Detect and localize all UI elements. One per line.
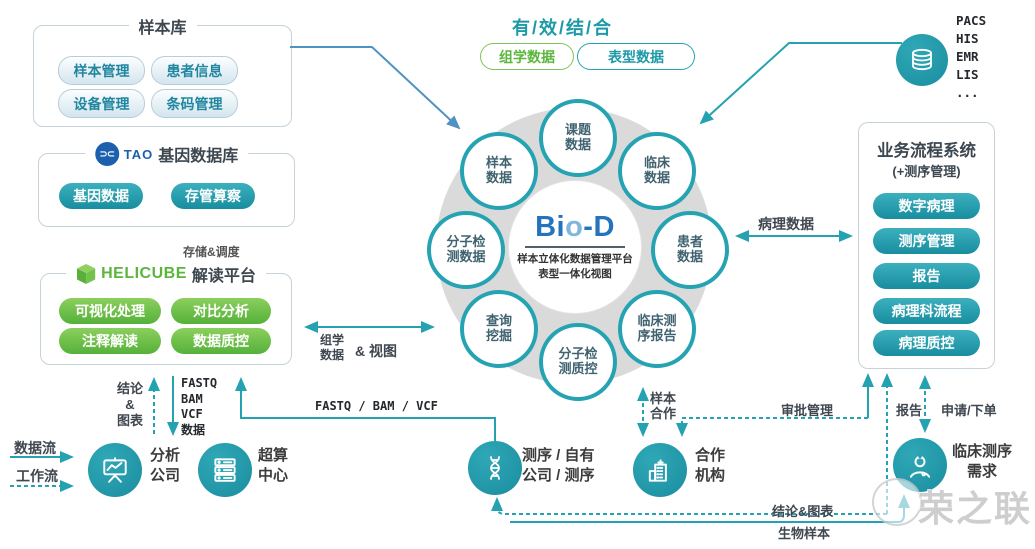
pathology-workflow-pill: 病理科流程 <box>873 298 980 324</box>
annotation-pill: 注释解读 <box>59 328 161 354</box>
hub-subtitle-1: 样本立体化数据管理平台 <box>517 252 633 265</box>
omics-view-label: 组学 数据 <box>320 333 345 362</box>
seq-mgmt-pill: 测序管理 <box>873 228 980 254</box>
analysis-company-label: 分析 公司 <box>150 447 181 484</box>
report-pill: 报告 <box>873 263 980 289</box>
barcode-mgmt-pill: 条码管理 <box>151 89 238 118</box>
hub-divider <box>525 245 625 248</box>
clinical-seq-demand-label: 临床测序 需求 <box>951 443 1012 480</box>
sequencing-company-label: 测序 / 自有 公司 / 测序 <box>522 447 595 484</box>
helicube-title-text: 解读平台 <box>191 268 256 285</box>
amp-view-label: & 视图 <box>355 343 397 359</box>
gene-data-pill: 基因数据 <box>59 183 143 209</box>
partner-org-label: 合作 机构 <box>695 447 726 484</box>
pheno-data-pill: 表型数据 <box>577 43 695 70</box>
storage-scheduling-label: 存储&调度 <box>183 245 240 259</box>
wire-hospitaldb-to-hub <box>699 42 902 125</box>
bio-d-logo: Bio-D <box>535 210 615 243</box>
server-icon <box>214 458 236 482</box>
tao-logo-icon: ⊃⊂ <box>94 142 119 166</box>
watermark-panda-logo <box>872 478 922 526</box>
satellite-molecular-qc: 分子检测质控 <box>539 323 617 401</box>
gene-db-box: ⊃⊂ TAO 基因数据库 基因数据 存管算察 <box>38 142 295 227</box>
wire-approval <box>676 417 868 437</box>
sample-bank-box: 样本库 样本管理 患者信息 设备管理 条码管理 <box>33 14 292 127</box>
satellite-clinical-data: 临床数据 <box>618 132 696 210</box>
tao-logo-text: TAO <box>123 146 154 162</box>
cube-icon <box>77 264 96 284</box>
hpc-center-node <box>198 443 252 497</box>
satellite-molecular-data: 分子检测数据 <box>427 211 505 289</box>
chart-board-icon <box>103 457 127 483</box>
doctor-icon <box>909 454 931 478</box>
data-qc-pill: 数据质控 <box>171 328 271 354</box>
sample-bank-title: 样本库 <box>128 14 197 38</box>
pathology-qc-pill: 病理质控 <box>873 330 980 356</box>
satellite-patient-data: 患者数据 <box>651 211 729 289</box>
data-flow-label: 数据流 <box>14 440 56 456</box>
helicube-box: HELICUBE 解读平台 可视化处理 对比分析 注释解读 数据质控 <box>40 262 292 365</box>
patient-info-pill: 患者信息 <box>151 56 238 85</box>
gene-db-title-text: 基因数据库 <box>158 148 239 165</box>
apply-order-label: 申请/下单 <box>941 403 997 418</box>
watermark-text: 荣之联 <box>918 488 1033 529</box>
fastq-list-label: FASTQ BAM VCF 数据 <box>181 376 218 437</box>
sequencing-company-node <box>468 441 522 495</box>
hpc-center-label: 超算 中心 <box>258 447 289 484</box>
helicube-title: HELICUBE 解读平台 <box>66 262 266 286</box>
hospital-systems-list: PACS HIS EMR LIS ... <box>956 13 987 100</box>
wire-samplebank-to-hub <box>290 46 461 130</box>
approval-mgmt-label: 审批管理 <box>781 403 834 418</box>
top-title: 有/效/结/合 <box>512 18 614 38</box>
pathology-data-label: 病理数据 <box>758 216 814 232</box>
business-process-box: 业务流程系统 (+测序管理) 数字病理 测序管理 报告 病理科流程 病理质控 <box>858 122 995 369</box>
fastq-bam-vcf-label: FASTQ / BAM / VCF <box>315 399 438 413</box>
conclusion-charts-up-label: 结论 & 图表 <box>116 381 143 428</box>
omics-data-pill: 组学数据 <box>480 43 574 70</box>
wire-bio-sample <box>510 494 910 523</box>
partner-org-node <box>633 443 687 497</box>
business-subtitle: (+测序管理) <box>892 164 961 179</box>
analysis-company-node <box>88 443 142 497</box>
device-mgmt-pill: 设备管理 <box>58 89 145 118</box>
hub-subtitle-2: 表型一体化视图 <box>538 267 612 280</box>
sample-mgmt-pill: 样本管理 <box>58 56 145 85</box>
visualization-pill: 可视化处理 <box>59 298 161 324</box>
satellite-clinical-seq-report: 临床测序报告 <box>618 290 696 368</box>
sample-coop-label: 样本 合作 <box>650 391 677 421</box>
hub-center: Bio-D 样本立体化数据管理平台 表型一体化视图 <box>508 180 642 314</box>
satellite-topic-data: 课题数据 <box>539 99 617 177</box>
satellite-sample-data: 样本数据 <box>460 132 538 210</box>
storage-compute-pill: 存管算察 <box>171 183 255 209</box>
conclusion-charts-bottom-label: 结论&图表 <box>772 504 834 519</box>
helicube-logo-text: HELICUBE <box>101 265 187 282</box>
comparison-pill: 对比分析 <box>171 298 271 324</box>
bio-sample-label: 生物样本 <box>778 526 831 541</box>
business-title: 业务流程系统 <box>877 142 976 160</box>
work-flow-label: 工作流 <box>16 468 58 484</box>
hospital-db-node <box>896 34 948 86</box>
building-icon <box>648 459 667 482</box>
report-flow-label: 报告 <box>896 403 923 418</box>
digital-pathology-pill: 数字病理 <box>873 193 980 219</box>
satellite-query-mining: 查询挖掘 <box>460 290 538 368</box>
database-icon <box>912 48 932 71</box>
dna-icon <box>490 456 500 480</box>
gene-db-title: ⊃⊂ TAO 基因数据库 <box>84 142 249 166</box>
